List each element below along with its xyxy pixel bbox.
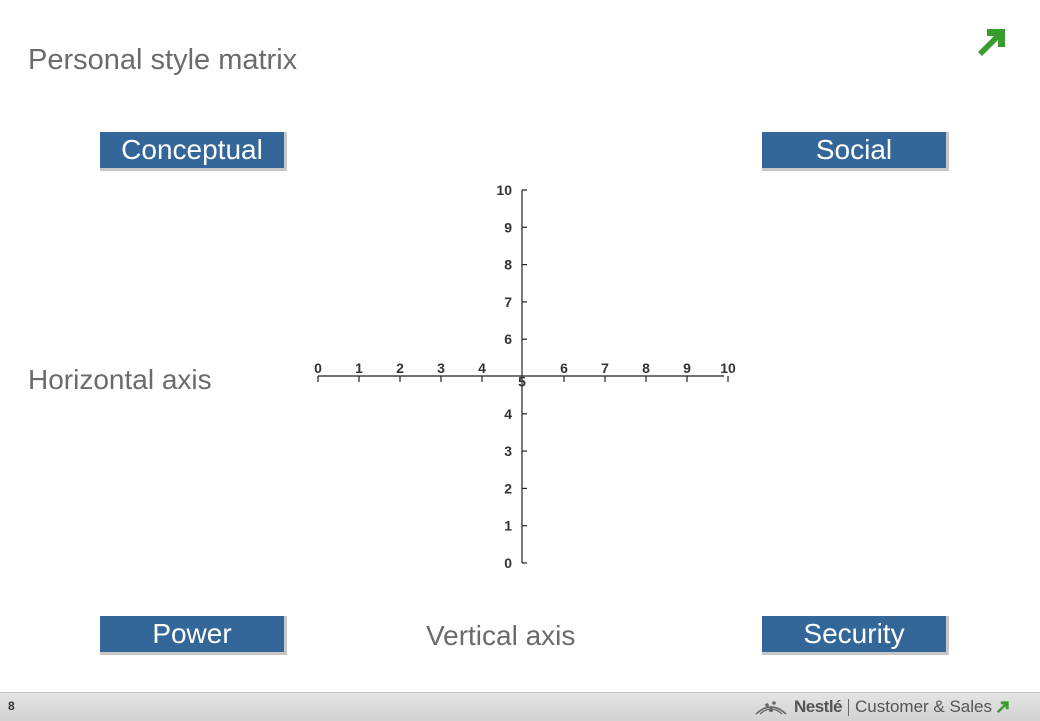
horizontal-tick-label: 2 [396, 360, 404, 376]
horizontal-tick-label: 7 [601, 360, 609, 376]
page-number: 8 [8, 699, 15, 713]
logo-divider [848, 698, 849, 716]
vertical-tick-label: 7 [504, 294, 512, 310]
horizontal-tick-label: 0 [314, 360, 322, 376]
horizontal-tick-label: 10 [720, 360, 736, 376]
quadrant-social-label: Social [762, 132, 949, 171]
page-title: Personal style matrix [28, 44, 298, 76]
corner-arrow-icon [978, 29, 1005, 56]
vertical-axis-caption: Vertical axis [426, 620, 576, 651]
vertical-tick-label: 6 [504, 331, 512, 347]
brand-logo: Nestlé Customer & Sales [754, 695, 1010, 719]
horizontal-tick-label: 4 [478, 360, 486, 376]
quadrant-conceptual-label: Conceptual [100, 132, 287, 171]
horizontal-axis-ticks: 0 1 2 3 4 6 7 8 9 10 [314, 360, 736, 382]
footer-arrow-icon [996, 701, 1009, 714]
brand-name: Nestlé [793, 697, 843, 716]
horizontal-tick-label: 8 [642, 360, 650, 376]
vertical-tick-label: 10 [496, 182, 512, 198]
horizontal-tick-label: 3 [437, 360, 445, 376]
horizontal-tick-label: 9 [683, 360, 691, 376]
horizontal-axis-caption: Horizontal axis [28, 364, 212, 395]
horizontal-tick-label: 6 [560, 360, 568, 376]
vertical-tick-label: 5 [518, 374, 526, 390]
vertical-tick-label: 2 [504, 480, 512, 496]
vertical-tick-label: 3 [504, 443, 512, 459]
division-name: Customer & Sales [855, 697, 992, 716]
vertical-axis-ticks: 0 1 2 3 45 6 7 8 9 10 [496, 182, 527, 571]
vertical-tick-label: 0 [504, 555, 512, 571]
vertical-tick-label: 1 [504, 518, 512, 534]
vertical-tick-label: 8 [504, 257, 512, 273]
quadrant-power-label: Power [100, 616, 287, 655]
horizontal-tick-label: 1 [355, 360, 363, 376]
nest-logo-icon [755, 701, 787, 715]
footer-bar: 8 Nestlé Customer & Sales [0, 692, 1040, 721]
quadrant-security-label: Security [762, 616, 949, 655]
vertical-tick-label: 9 [504, 219, 512, 235]
vertical-tick-label: 4 [504, 406, 512, 422]
